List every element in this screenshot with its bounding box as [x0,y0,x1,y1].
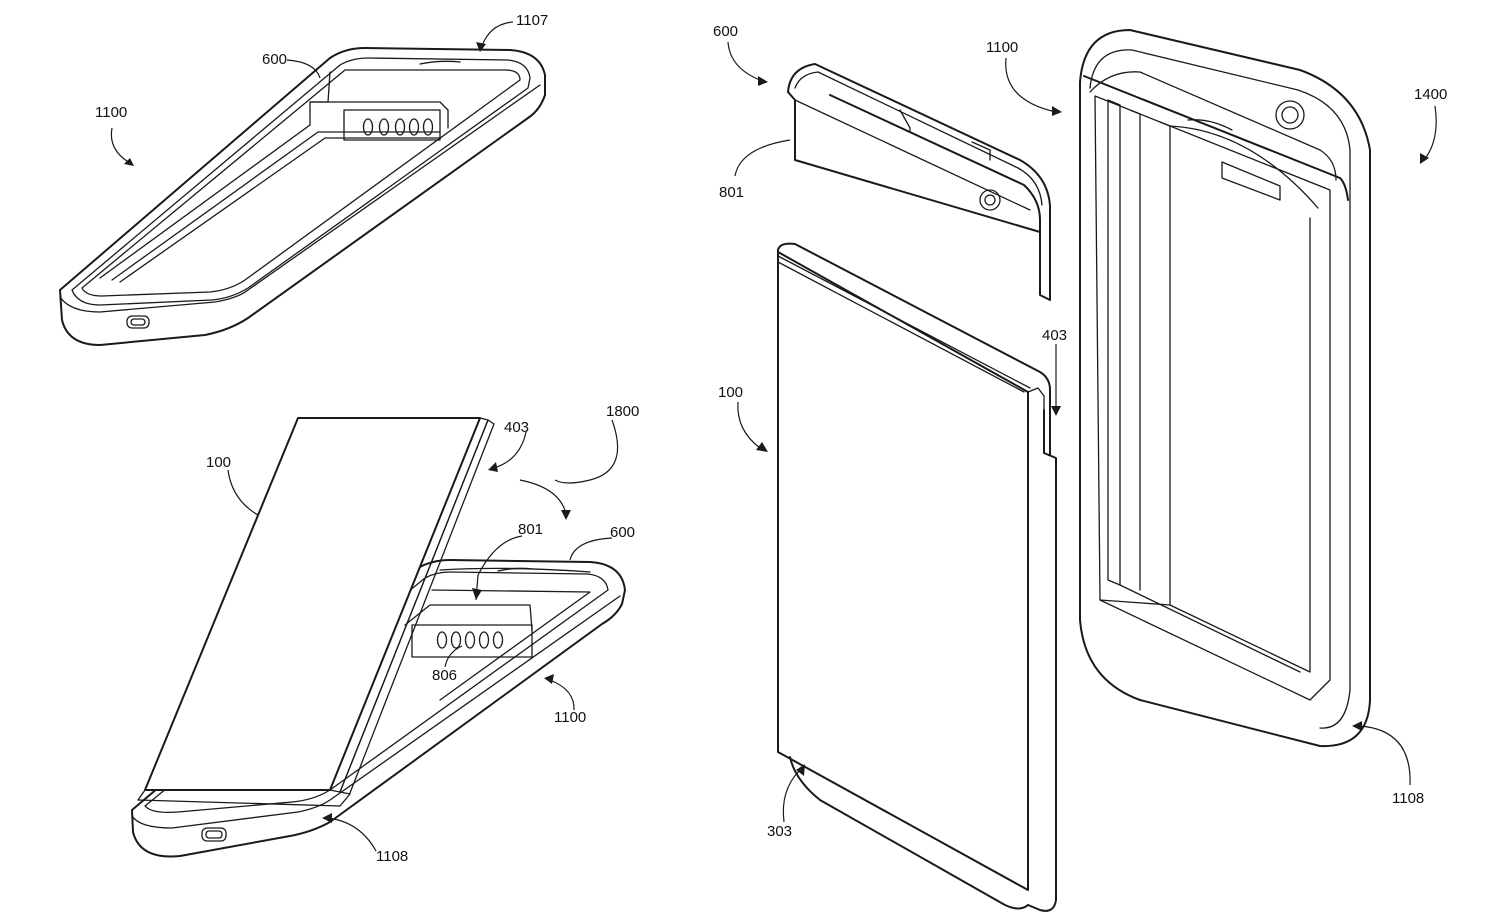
label-1100-top: 1100 [95,104,127,121]
label-1107: 1107 [516,12,548,29]
case-empty-view [60,22,545,345]
label-600-top: 600 [262,51,287,68]
label-1100-right: 1100 [986,39,1018,56]
case-hinged-view [132,418,625,857]
label-403-right: 403 [1042,327,1067,344]
label-1108-right: 1108 [1392,790,1424,807]
label-100-right: 100 [718,384,743,401]
contacts-group-2 [438,632,503,648]
label-1108-left: 1108 [376,848,408,865]
label-1100-left: 1100 [554,709,586,726]
exploded-view [728,30,1436,911]
label-100-left: 100 [206,454,231,471]
label-1400: 1400 [1414,86,1447,103]
label-600-left: 600 [610,524,635,541]
label-806: 806 [432,667,457,684]
label-600-right: 600 [713,23,738,40]
label-1800: 1800 [606,403,639,420]
label-403-left: 403 [504,419,529,436]
label-801-left: 801 [518,521,543,538]
label-303: 303 [767,823,792,840]
label-801-right: 801 [719,184,744,201]
